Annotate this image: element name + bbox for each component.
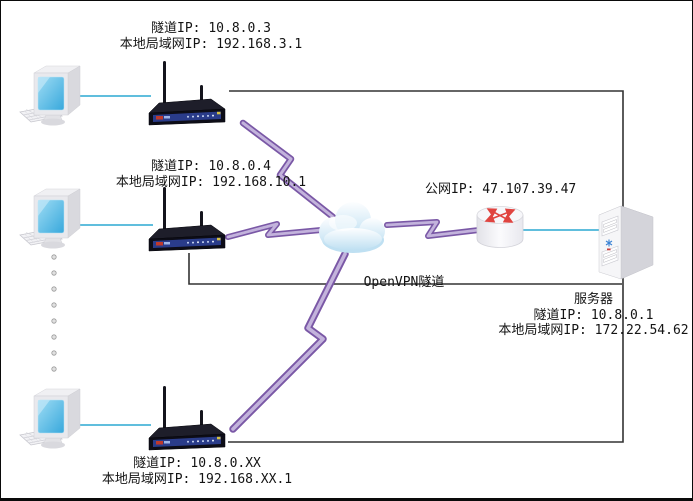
client-computer-icon	[19, 388, 81, 449]
site3-tunnel-ip: 隧道IP: 10.8.0.XX	[133, 456, 261, 471]
server-icon	[598, 205, 654, 280]
tunnel-path-line	[188, 90, 624, 443]
site1-lan-ip: 本地局域网IP: 192.168.3.1	[119, 36, 303, 52]
server-tunnel-ip: 隧道IP: 10.8.0.1	[533, 307, 654, 323]
site3-lan-ip: 本地局域网IP: 192.168.XX.1	[101, 471, 293, 487]
ellipsis-dots	[51, 254, 57, 372]
site2-label: 隧道IP: 10.8.0.4 本地局域网IP: 192.168.10.1	[56, 159, 366, 190]
gateway-router-icon	[476, 206, 524, 248]
internet-cloud-icon	[319, 202, 385, 253]
server-power-icon	[605, 239, 613, 247]
wireless-router-icon	[148, 60, 226, 126]
public-ip-label: 公网IP: 47.107.39.47	[425, 182, 577, 197]
server-label: 服务器 隧道IP: 10.8.0.1 本地局域网IP: 172.22.54.62	[491, 292, 692, 339]
router-crossing-arrows-icon	[484, 208, 516, 223]
client-computer-icon	[19, 65, 81, 126]
site1-label: 隧道IP: 10.8.0.3 本地局域网IP: 192.168.3.1	[56, 21, 366, 52]
site2-tunnel-ip: 隧道IP: 10.8.0.4	[151, 159, 271, 174]
client-computer-icon	[19, 188, 81, 249]
site1-tunnel-ip: 隧道IP: 10.8.0.3	[151, 21, 271, 36]
lan-link-line	[73, 95, 601, 426]
openvpn-tunnel-label: OpenVPN隧道	[363, 275, 445, 290]
server-lan-ip: 本地局域网IP: 172.22.54.62	[498, 323, 689, 338]
wireless-router-icon	[148, 385, 226, 451]
site2-lan-ip: 本地局域网IP: 192.168.10.1	[115, 174, 307, 190]
wireless-router-icon	[148, 186, 226, 252]
server-title: 服务器	[573, 292, 613, 307]
site3-label: 隧道IP: 10.8.0.XX 本地局域网IP: 192.168.XX.1	[42, 456, 352, 487]
lightning-link-icon	[225, 119, 482, 433]
